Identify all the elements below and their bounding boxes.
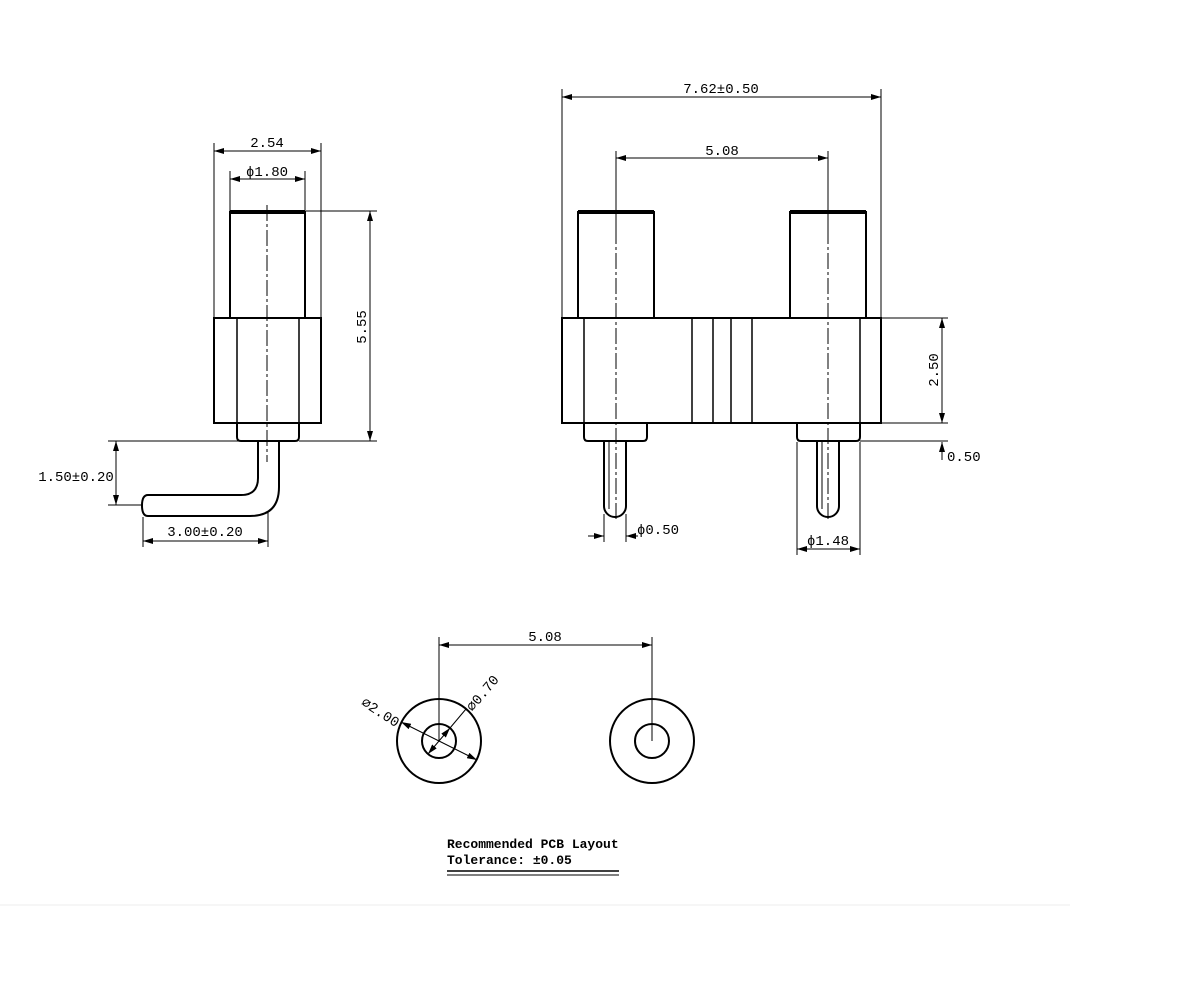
dim-label-front-pitch: 5.08 [705,144,739,160]
dim-label-pad-dia: ∅2.00 [358,695,402,731]
side-bent-tail [140,440,280,517]
pcb-layout: 5.08 ∅2.00 ∅0.70 [358,630,695,784]
dim-label-pin-dia: ϕ0.50 [637,523,679,539]
leader-hole-dia [449,708,467,729]
dim-label-standoff: 0.50 [947,450,981,466]
side-view: 2.54 ϕ1.80 5.55 1.50±0.20 3.00±0.20 [38,136,377,547]
dim-label-side-plunger-dia: ϕ1.80 [246,165,288,181]
side-base [236,422,300,442]
front-view: 7.62±0.50 5.08 2.50 0.50 ϕ0.50 ϕ1.48 [561,82,981,555]
note-tolerance: Tolerance: ±0.05 [447,853,572,868]
note-title: Recommended PCB Layout [447,837,619,852]
dim-label-base-dia: ϕ1.48 [807,534,849,550]
dim-label-side-width: 2.54 [250,136,284,152]
dim-line-hole-dia [427,727,451,755]
dim-label-tail-height: 1.50±0.20 [38,470,114,486]
layout-note: Recommended PCB Layout Tolerance: ±0.05 [447,837,619,876]
dim-label-side-height: 5.55 [355,310,371,344]
dim-label-body-height: 2.50 [927,353,943,387]
front-body [561,317,882,424]
dim-label-pcb-pitch: 5.08 [528,630,562,646]
front-pin-left [603,440,627,518]
dim-label-hole-dia: ∅0.70 [464,673,503,715]
dim-label-tail-length: 3.00±0.20 [167,525,243,541]
dim-label-front-width: 7.62±0.50 [683,82,759,98]
